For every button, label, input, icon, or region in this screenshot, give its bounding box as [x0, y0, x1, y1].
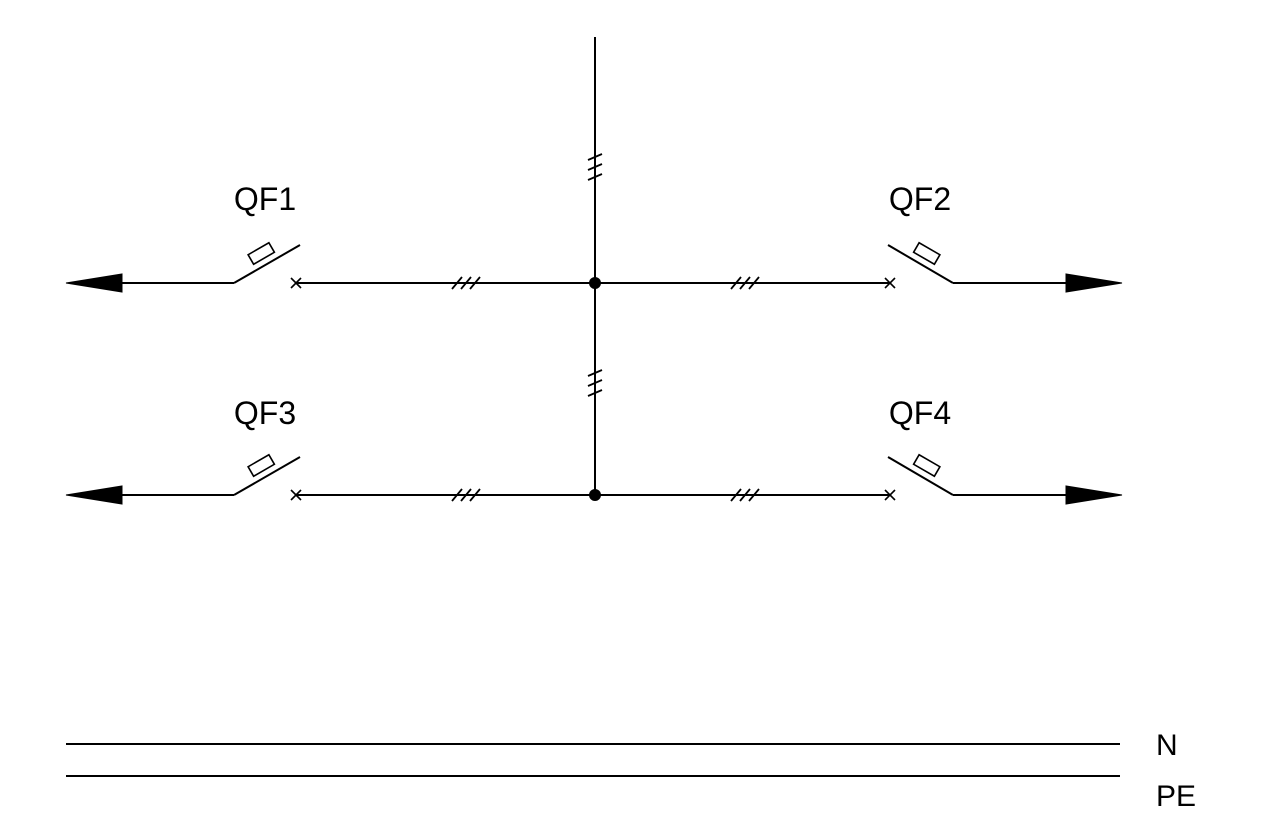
breaker-contact-qf1: [233, 244, 301, 284]
breaker-actuator-qf2: [912, 241, 941, 266]
phase-marks-qf4: [730, 488, 760, 502]
phase-marks-qf1: [451, 276, 481, 290]
phase-marks-vertical-lower: [587, 369, 603, 397]
breaker-actuator-qf1: [247, 241, 276, 266]
breaker-cross-qf2: [884, 277, 896, 289]
breaker-cross-qf1: [290, 277, 302, 289]
main-feeder: [587, 37, 603, 495]
arrow-left-icon: [65, 273, 123, 293]
arrow-right-icon: [1065, 485, 1123, 505]
breaker-contact-qf2: [887, 244, 954, 284]
breaker-actuator-qf4: [912, 453, 941, 478]
breaker-label-qf4: QF4: [889, 395, 951, 431]
breaker-contact-qf4: [887, 456, 954, 496]
phase-marks-qf2: [730, 276, 760, 290]
pe-bus: PE: [66, 775, 1196, 813]
bus-label-pe: PE: [1156, 780, 1196, 813]
breaker-cross-qf4: [884, 489, 896, 501]
breaker-label-qf3: QF3: [234, 395, 296, 431]
phase-marks-qf3: [451, 488, 481, 502]
breaker-qf4-branch: QF4: [595, 395, 1123, 505]
breaker-qf2-branch: QF2: [595, 181, 1123, 293]
breaker-contact-qf3: [233, 456, 301, 496]
arrow-left-icon: [65, 485, 123, 505]
breaker-qf1-branch: QF1: [65, 181, 595, 293]
neutral-bus: N: [66, 729, 1178, 762]
breaker-label-qf1: QF1: [234, 181, 296, 217]
phase-marks-vertical-upper: [587, 153, 603, 181]
breaker-label-qf2: QF2: [889, 181, 951, 217]
breaker-cross-qf3: [290, 489, 302, 501]
bus-label-n: N: [1156, 729, 1178, 762]
breaker-actuator-qf3: [247, 453, 276, 478]
arrow-right-icon: [1065, 273, 1123, 293]
breaker-qf3-branch: QF3: [65, 395, 595, 505]
